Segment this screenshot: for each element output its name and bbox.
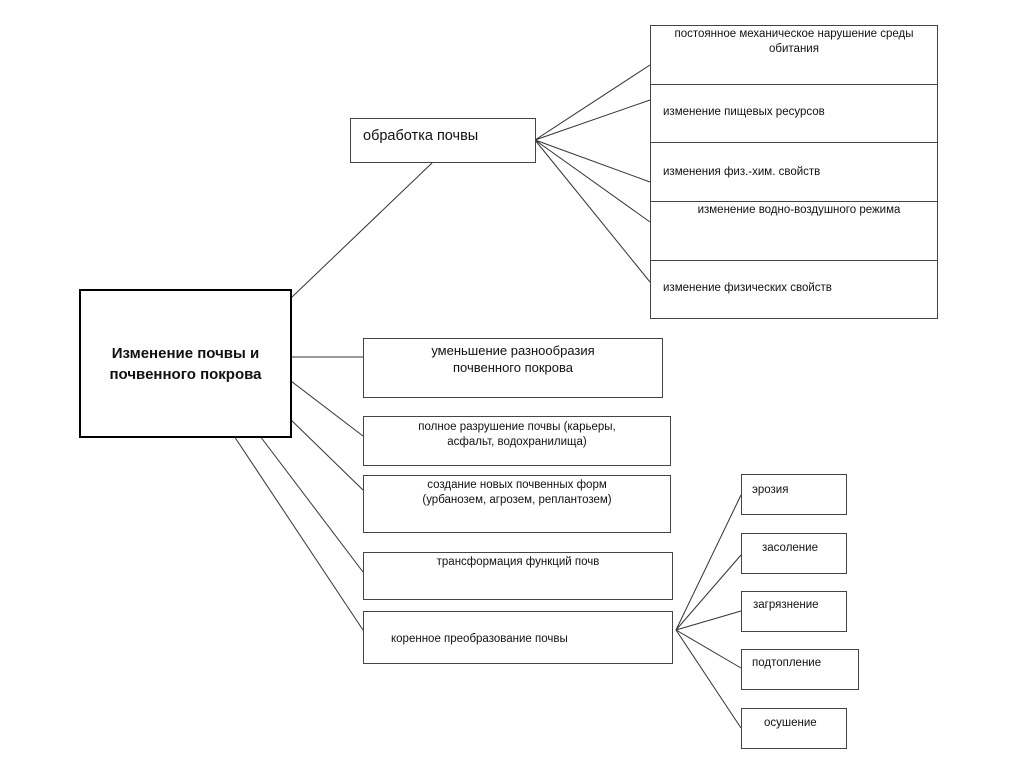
connector-branch5-type-3 <box>675 610 742 631</box>
branch-3: создание новых почвенных форм (урбанозем… <box>363 475 671 533</box>
tillage-label: обработка почвы <box>363 128 479 144</box>
type-3: загрязнение <box>741 591 847 632</box>
type-4-label: подтопление <box>752 657 822 669</box>
connector-branch5-type-5 <box>675 629 742 729</box>
tillage-effect-4: изменение водно-воздушного режима <box>650 201 938 261</box>
type-1-label: эрозия <box>752 484 789 496</box>
tillage-effect-5: изменение физических свойств <box>650 260 938 319</box>
type-4: подтопление <box>741 649 859 690</box>
branch-1: уменьшение разнообразия почвенного покро… <box>363 338 663 398</box>
connector-tillage-effect-3 <box>534 139 651 183</box>
branch-5-label: коренное преобразование почвы <box>391 633 568 645</box>
branch-2-label: полное разрушение почвы (карьеры, асфаль… <box>418 421 616 448</box>
connector-tillage-effect-2 <box>534 99 651 141</box>
type-1: эрозия <box>741 474 847 515</box>
connector-root-branch-3 <box>286 415 364 491</box>
branch-2: полное разрушение почвы (карьеры, асфаль… <box>363 416 671 466</box>
tillage-effect-4-label: изменение водно-воздушного режима <box>697 204 901 216</box>
tillage-effect-1-label: постоянное механическое нарушение среды … <box>674 28 914 55</box>
connector-tillage-effect-5 <box>534 139 651 283</box>
tillage-effect-3-label: изменения физ.-хим. свойств <box>663 166 821 178</box>
type-3-label: загрязнение <box>753 599 819 611</box>
tillage-effect-2: изменение пищевых ресурсов <box>650 84 938 143</box>
tillage-node: обработка почвы <box>350 118 536 163</box>
connector-tillage-effect-1 <box>534 64 651 141</box>
branch-1-label: уменьшение разнообразия почвенного покро… <box>431 343 595 375</box>
root-label: Изменение почвы и почвенного покрова <box>109 344 262 383</box>
connector-branch5-type-1 <box>675 494 742 631</box>
connector-branch5-type-2 <box>675 554 742 631</box>
connector-tillage-effect-4 <box>534 139 651 223</box>
type-2: засоление <box>741 533 847 574</box>
root-node: Изменение почвы и почвенного покрова <box>79 289 292 438</box>
branch-4-label: трансформация функций почв <box>436 556 600 568</box>
connector-root-tillage <box>290 162 433 299</box>
connector-root-branch-2 <box>286 377 364 437</box>
connector-root-branch-4 <box>259 435 364 573</box>
branch-4: трансформация функций почв <box>363 552 673 600</box>
tillage-effect-1: постоянное механическое нарушение среды … <box>650 25 938 85</box>
type-2-label: засоление <box>762 542 818 554</box>
tillage-effect-3: изменения физ.-хим. свойств <box>650 142 938 202</box>
tillage-effect-2-label: изменение пищевых ресурсов <box>663 106 825 118</box>
tillage-effect-5-label: изменение физических свойств <box>663 282 832 294</box>
type-5: осушение <box>741 708 847 749</box>
branch-5: коренное преобразование почвы <box>363 611 673 664</box>
connector-root-branch-5 <box>233 435 364 631</box>
branch-3-label: создание новых почвенных форм (урбанозем… <box>422 479 612 506</box>
connector-branch5-type-4 <box>675 629 742 669</box>
type-5-label: осушение <box>764 717 817 729</box>
